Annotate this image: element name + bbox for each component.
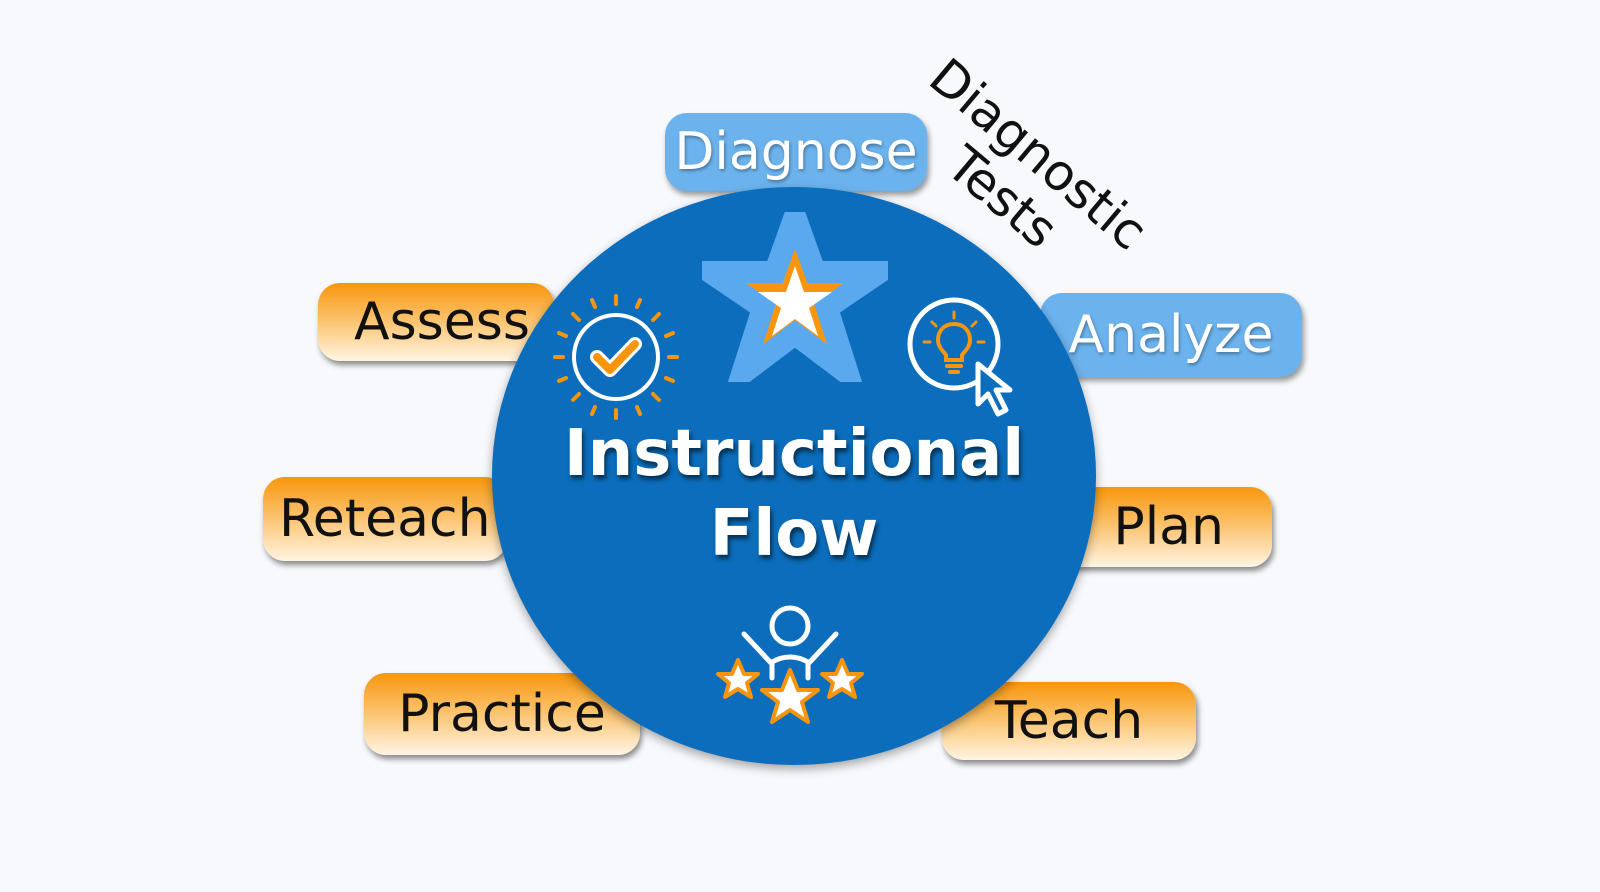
star-logo-white-icon [758, 266, 832, 336]
node-diagnose: Diagnose [665, 113, 927, 191]
star-logo-blue-band-icon [702, 212, 888, 382]
lightbulb-cursor-icon [907, 297, 1013, 417]
center-title-line-1: Instructional [563, 417, 1025, 491]
center-title-line-2: Flow [709, 497, 879, 571]
node-analyze: Analyze [1040, 293, 1302, 377]
star-logo-icon [702, 212, 888, 382]
node-assess: Assess [318, 283, 554, 361]
checkmark-badge-icon [553, 294, 679, 420]
node-reteach: Reteach [263, 477, 507, 561]
person-stars-icon [716, 605, 864, 724]
